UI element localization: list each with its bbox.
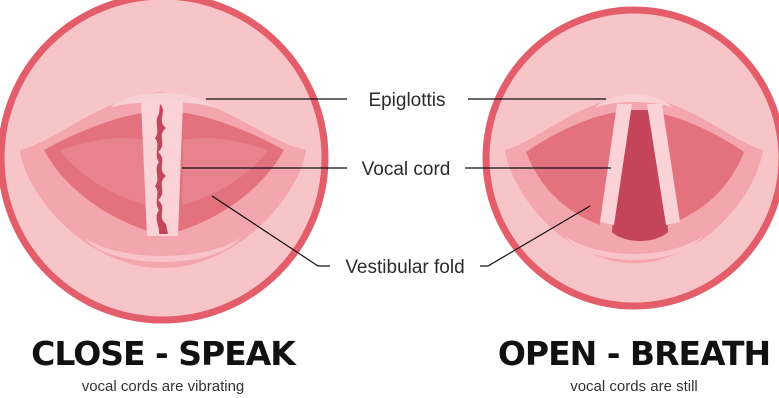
larynx-closed-cord-right [162, 101, 183, 236]
label-vocal-cord: Vocal cord [362, 159, 451, 180]
larynx-closed-epiglottis [110, 93, 215, 108]
larynx-open-cord-left [600, 104, 632, 225]
larynx-open-lower-tissue [565, 236, 703, 260]
label-vestibular-fold: Vestibular fold [345, 257, 464, 278]
right-panel-title: OPEN - BREATH [498, 334, 770, 373]
larynx-open-epiglottis [595, 94, 673, 108]
larynx-closed [0, 0, 329, 324]
larynx-open [482, 6, 779, 310]
larynx-closed-fold-right [182, 138, 268, 205]
larynx-closed-glottis [155, 104, 168, 234]
vestibular-fold-leader-left [211, 195, 330, 267]
vestibular-fold-leader-right [480, 205, 591, 267]
label-epiglottis: Epiglottis [368, 90, 445, 111]
right-panel-subtitle: vocal cords are still [570, 378, 698, 395]
left-panel-subtitle: vocal cords are vibrating [82, 378, 245, 395]
larynx-open-cord-right [647, 104, 680, 225]
left-panel-title: CLOSE - SPEAK [31, 334, 297, 373]
leader-lines [182, 98, 611, 267]
larynx-closed-fold-left [60, 138, 146, 205]
larynx-closed-lower-tissue [85, 238, 240, 262]
